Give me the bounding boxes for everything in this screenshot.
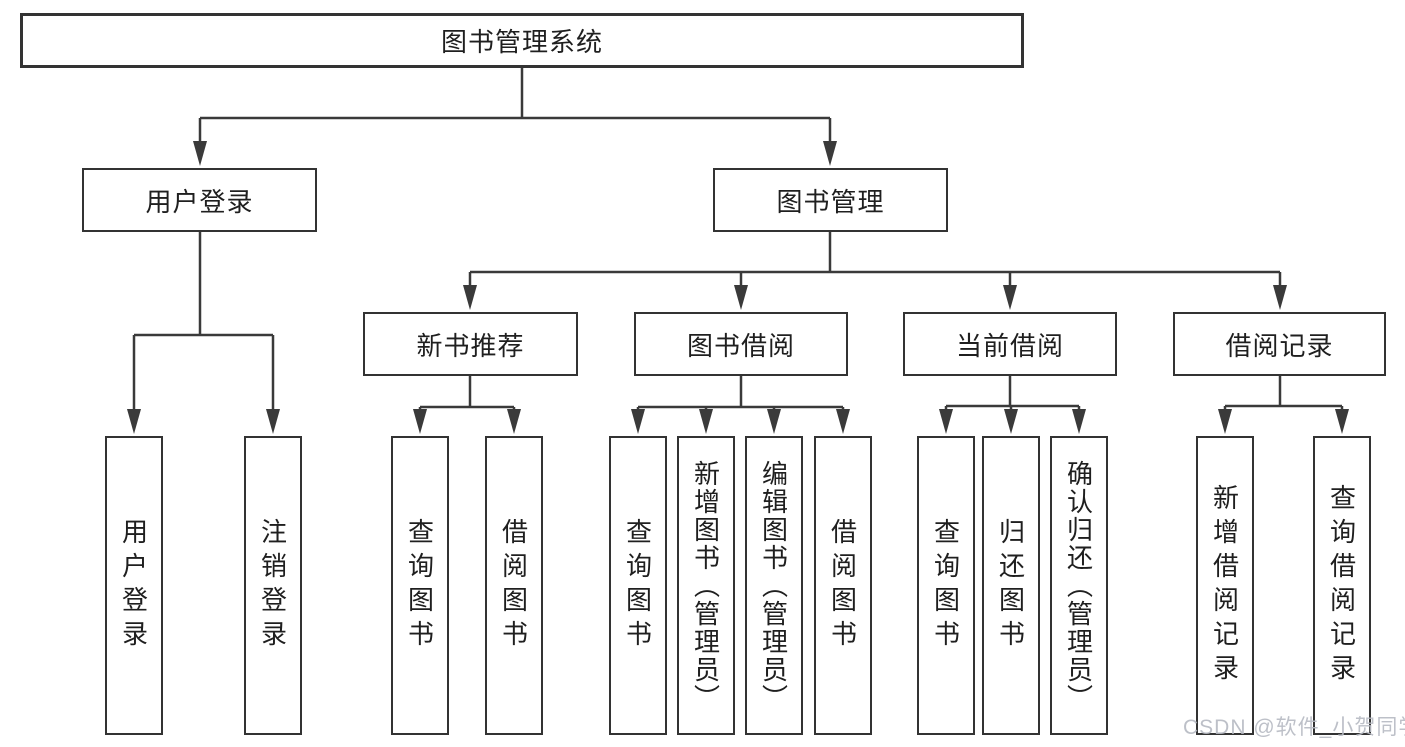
arrow-icon: [734, 285, 748, 310]
leaf-logout: 注销登录: [244, 436, 302, 735]
connector-newbooks-split: [418, 376, 516, 428]
arrow-icon: [1004, 409, 1018, 434]
arrow-icon: [127, 409, 141, 434]
leaf-user-login: 用户登录: [105, 436, 163, 735]
arrow-icon: [266, 409, 280, 434]
arrow-icon: [699, 409, 713, 434]
leaf-query-books-borrow: 查询图书: [609, 436, 667, 735]
node-book-borrowing: 图书借阅: [634, 312, 848, 376]
arrowheads: [127, 141, 1349, 434]
node-new-book-recommend: 新书推荐: [363, 312, 578, 376]
node-book-management: 图书管理: [713, 168, 948, 232]
arrow-icon: [631, 409, 645, 434]
node-borrowing-records: 借阅记录: [1173, 312, 1386, 376]
leaf-borrow-books: 借阅图书: [814, 436, 872, 735]
csdn-watermark: CSDN @软件_小贺同学: [1183, 716, 1405, 739]
leaf-edit-books-admin: 编辑图书（管理员）: [745, 436, 803, 735]
leaf-query-borrow-record: 查询借阅记录: [1313, 436, 1371, 735]
leaf-query-books-recommend: 查询图书: [391, 436, 449, 735]
arrow-icon: [413, 409, 427, 434]
arrow-icon: [193, 141, 207, 166]
connector-records-split: [1223, 376, 1344, 428]
arrow-icon: [767, 409, 781, 434]
leaf-borrow-books-recommend: 借阅图书: [485, 436, 543, 735]
arrow-icon: [1072, 409, 1086, 434]
arrow-icon: [507, 409, 521, 434]
arrow-icon: [1273, 285, 1287, 310]
node-root-library-system: 图书管理系统: [20, 13, 1024, 68]
leaf-add-borrow-record: 新增借阅记录: [1196, 436, 1254, 735]
leaf-return-books: 归还图书: [982, 436, 1040, 735]
node-current-borrowing: 当前借阅: [903, 312, 1117, 376]
connector-root-split: [198, 68, 832, 160]
connector-bookmgmt-split: [468, 232, 1282, 304]
leaf-confirm-return-admin: 确认归还（管理员）: [1050, 436, 1108, 735]
node-user-login: 用户登录: [82, 168, 317, 232]
arrow-icon: [823, 141, 837, 166]
arrow-icon: [1003, 285, 1017, 310]
arrow-icon: [463, 285, 477, 310]
arrow-icon: [1335, 409, 1349, 434]
leaf-query-books-current: 查询图书: [917, 436, 975, 735]
connector-borrow-split: [636, 376, 845, 428]
arrow-icon: [1218, 409, 1232, 434]
arrow-icon: [939, 409, 953, 434]
connector-userlogin-split: [132, 232, 275, 428]
leaf-add-books-admin: 新增图书（管理员）: [677, 436, 735, 735]
arrow-icon: [836, 409, 850, 434]
